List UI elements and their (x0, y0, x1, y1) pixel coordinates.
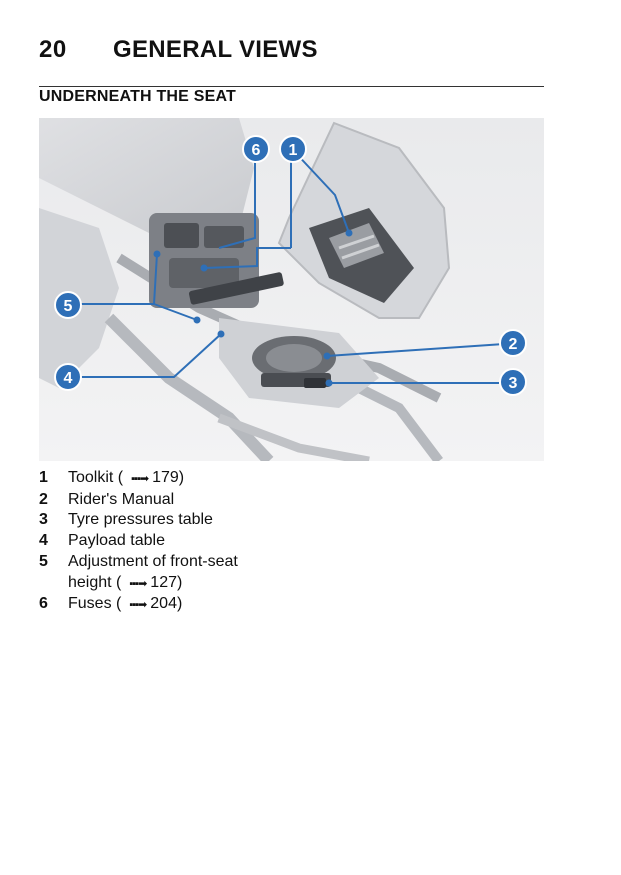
section-title: UNDERNEATH THE SEAT (39, 88, 236, 105)
page-number: 20 (39, 36, 67, 63)
svg-text:6: 6 (252, 142, 261, 159)
legend-number: 4 (39, 532, 48, 550)
page-ref-arrow-icon: ▪▪▪➡ (129, 577, 147, 590)
legend-number: 2 (39, 490, 48, 508)
callout-leader-lines (81, 148, 505, 384)
callout-3: 3 (499, 368, 527, 396)
svg-text:4: 4 (64, 370, 73, 387)
callout-5: 5 (54, 291, 82, 319)
legend-item: 2 Rider's Manual (39, 490, 459, 511)
legend-text: Toolkit (68, 469, 114, 486)
page-reference[interactable]: (▪▪▪➡179) (113, 469, 185, 486)
callout-2: 2 (499, 329, 527, 357)
page-ref-arrow-icon: ▪▪▪➡ (131, 473, 149, 485)
seat-compartment-illustration: 1 6 5 4 2 3 (39, 118, 544, 461)
legend-number: 6 (39, 595, 48, 613)
legend-number: 3 (39, 511, 48, 529)
legend-item: 4 Payload table (39, 531, 459, 552)
page-reference[interactable]: (▪▪▪➡127) (111, 573, 183, 591)
fuel-tank-shape (39, 118, 254, 238)
legend-number: 5 (39, 552, 48, 570)
svg-text:3: 3 (509, 375, 518, 392)
page-reference[interactable]: (▪▪▪➡204) (111, 595, 183, 613)
page-ref-number: 127 (150, 573, 177, 591)
legend-text: Rider's Manual (68, 490, 175, 508)
callout-markers (153, 229, 353, 387)
legend-text: Tyre pressures table (68, 511, 213, 529)
legend-text: Adjustment of front-seat (68, 552, 238, 570)
callout-4: 4 (54, 363, 82, 391)
svg-text:2: 2 (509, 336, 518, 353)
legend-item: 3 Tyre pressures table (39, 510, 459, 531)
legend-text: Payload table (68, 532, 165, 550)
legend-item: 5 Adjustment of front-seat height (▪▪▪➡12… (39, 552, 459, 594)
svg-text:1: 1 (289, 142, 298, 159)
legend-text: Fuses (68, 595, 112, 613)
legend-item: 6 Fuses (▪▪▪➡204) (39, 594, 459, 616)
legend-list: 1 Toolkit (▪▪▪➡179) 2 Rider's Manual 3 T… (39, 468, 459, 616)
page-ref-arrow-icon: ▪▪▪➡ (129, 599, 147, 612)
chapter-title: GENERAL VIEWS (113, 36, 318, 63)
legend-number: 1 (39, 469, 48, 486)
page-ref-number: 204 (150, 595, 177, 613)
legend-item: 1 Toolkit (▪▪▪➡179) (39, 468, 459, 490)
svg-text:5: 5 (64, 298, 73, 315)
page-ref-number: 179 (152, 469, 179, 486)
legend-text-continued: height (68, 573, 112, 591)
page-header: 20 GENERAL VIEWS (39, 36, 544, 87)
callout-1: 1 (279, 135, 307, 163)
callout-6: 6 (242, 135, 270, 163)
